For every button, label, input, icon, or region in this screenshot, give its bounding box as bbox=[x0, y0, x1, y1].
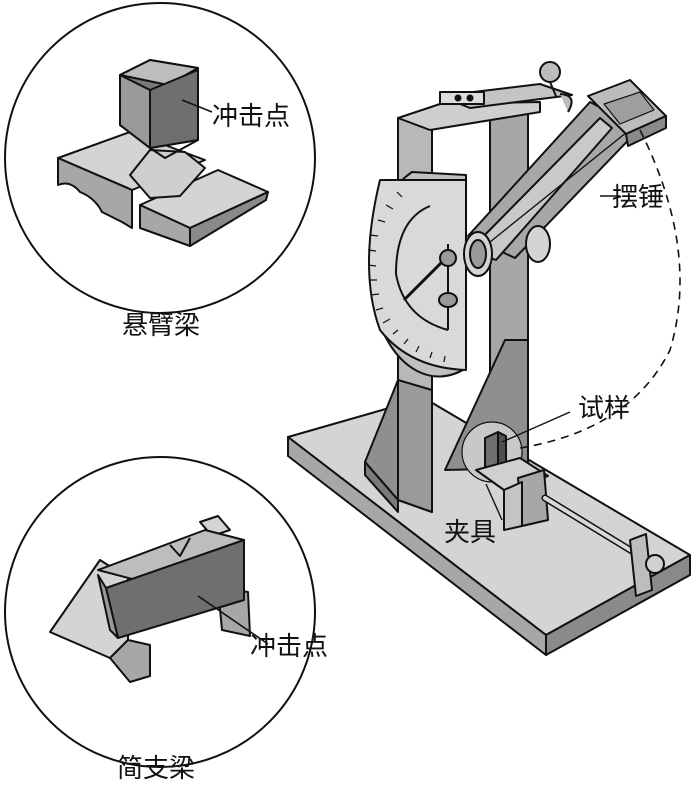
top-crossbar bbox=[397, 101, 541, 131]
impact-tester bbox=[287, 61, 691, 656]
pendulum-arm bbox=[463, 79, 667, 277]
cantilever-inset bbox=[4, 2, 316, 314]
simple-caption: 简支梁 bbox=[117, 754, 196, 784]
simple-beam-shape bbox=[49, 515, 251, 683]
swing-path bbox=[519, 129, 681, 449]
specimen-label: 试样 bbox=[578, 394, 631, 424]
pendulum-label: 摆锤 bbox=[612, 183, 665, 213]
dial bbox=[367, 171, 467, 378]
fixture-assembly bbox=[461, 421, 665, 597]
simple-impact-point-label: 冲击点 bbox=[250, 632, 329, 662]
simple-beam-inset bbox=[4, 456, 316, 768]
cantilever-impact-point-label: 冲击点 bbox=[212, 102, 291, 132]
cantilever-beam-shape bbox=[57, 59, 269, 247]
cantilever-caption: 悬臂梁 bbox=[122, 311, 201, 341]
fixture-label: 夹具 bbox=[444, 518, 497, 548]
